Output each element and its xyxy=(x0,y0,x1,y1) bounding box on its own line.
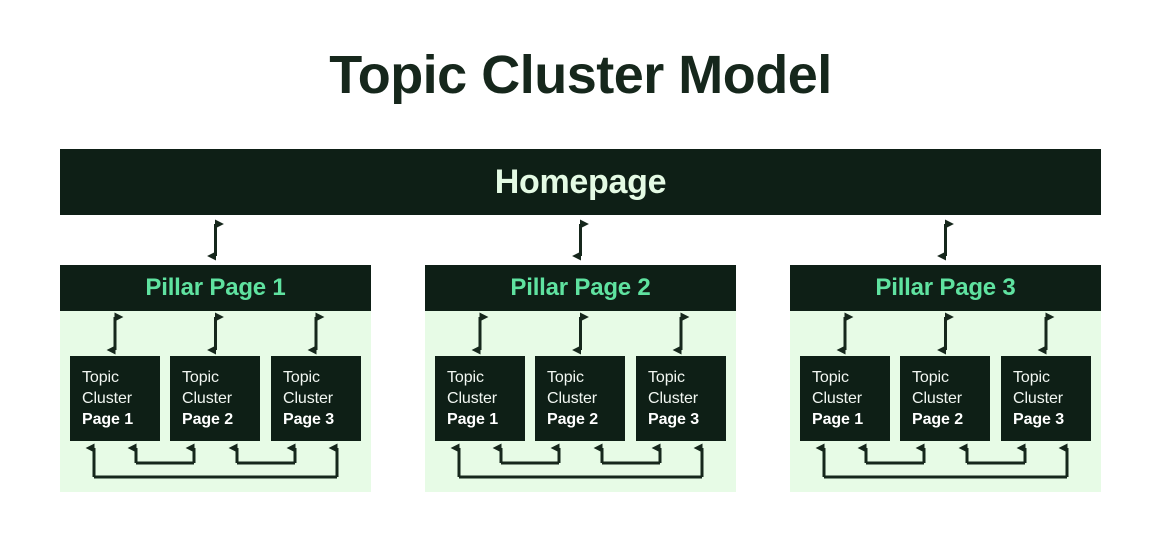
topic-cluster-node[interactable]: Topic Cluster Page 2 xyxy=(170,356,260,441)
cluster-line-3: Page 3 xyxy=(1013,411,1064,428)
cluster-line-2: Cluster xyxy=(648,390,698,407)
cluster-line-2: Cluster xyxy=(812,390,862,407)
topic-cluster-node[interactable]: Topic Cluster Page 2 xyxy=(900,356,990,441)
cluster-line-3: Page 2 xyxy=(912,411,963,428)
topic-cluster-node[interactable]: Topic Cluster Page 3 xyxy=(636,356,726,441)
cluster-panel: Topic Cluster Page 1 Topic Cluster Page … xyxy=(60,311,371,492)
homepage-label: Homepage xyxy=(494,163,667,201)
cluster-line-1: Topic xyxy=(283,369,320,386)
cluster-line-3: Page 1 xyxy=(812,411,863,428)
cluster-line-3: Page 2 xyxy=(547,411,598,428)
cluster-line-1: Topic xyxy=(182,369,219,386)
cluster-line-2: Cluster xyxy=(283,390,333,407)
cluster-line-1: Topic xyxy=(812,369,849,386)
cluster-line-2: Cluster xyxy=(82,390,132,407)
cluster-line-1: Topic xyxy=(648,369,685,386)
page-title: Topic Cluster Model xyxy=(329,45,832,105)
cluster-line-3: Page 2 xyxy=(182,411,233,428)
cluster-group: Pillar Page 2 xyxy=(425,265,736,492)
topic-cluster-node[interactable]: Topic Cluster Page 1 xyxy=(435,356,525,441)
cluster-line-1: Topic xyxy=(912,369,949,386)
homepage-to-pillar-connectors xyxy=(207,219,954,261)
pillar-page-node[interactable]: Pillar Page 2 xyxy=(425,265,736,311)
cluster-panel: Topic Cluster Page 1 Topic Cluster Page … xyxy=(790,311,1101,492)
cluster-line-3: Page 1 xyxy=(82,411,133,428)
cluster-line-2: Cluster xyxy=(447,390,497,407)
topic-cluster-node[interactable]: Topic Cluster Page 1 xyxy=(800,356,890,441)
cluster-line-2: Cluster xyxy=(182,390,232,407)
cluster-line-3: Page 1 xyxy=(447,411,498,428)
cluster-line-3: Page 3 xyxy=(648,411,699,428)
cluster-line-1: Topic xyxy=(547,369,584,386)
cluster-group: Pillar Page 3 xyxy=(790,265,1101,492)
pillar-page-label: Pillar Page 1 xyxy=(145,274,286,301)
topic-cluster-node[interactable]: Topic Cluster Page 2 xyxy=(535,356,625,441)
homepage-node[interactable]: Homepage xyxy=(60,149,1101,215)
cluster-group: Pillar Page 1 xyxy=(60,265,371,492)
cluster-panel: Topic Cluster Page 1 Topic Cluster Page … xyxy=(425,311,736,492)
pillar-page-label: Pillar Page 3 xyxy=(875,274,1016,301)
cluster-line-2: Cluster xyxy=(547,390,597,407)
cluster-line-2: Cluster xyxy=(1013,390,1063,407)
cluster-line-1: Topic xyxy=(82,369,119,386)
pillar-page-node[interactable]: Pillar Page 1 xyxy=(60,265,371,311)
pillar-page-node[interactable]: Pillar Page 3 xyxy=(790,265,1101,311)
cluster-line-1: Topic xyxy=(447,369,484,386)
topic-cluster-node[interactable]: Topic Cluster Page 1 xyxy=(70,356,160,441)
topic-cluster-node[interactable]: Topic Cluster Page 3 xyxy=(1001,356,1091,441)
pillar-page-label: Pillar Page 2 xyxy=(510,274,651,301)
cluster-line-3: Page 3 xyxy=(283,411,334,428)
topic-cluster-node[interactable]: Topic Cluster Page 3 xyxy=(271,356,361,441)
cluster-line-2: Cluster xyxy=(912,390,962,407)
cluster-line-1: Topic xyxy=(1013,369,1050,386)
